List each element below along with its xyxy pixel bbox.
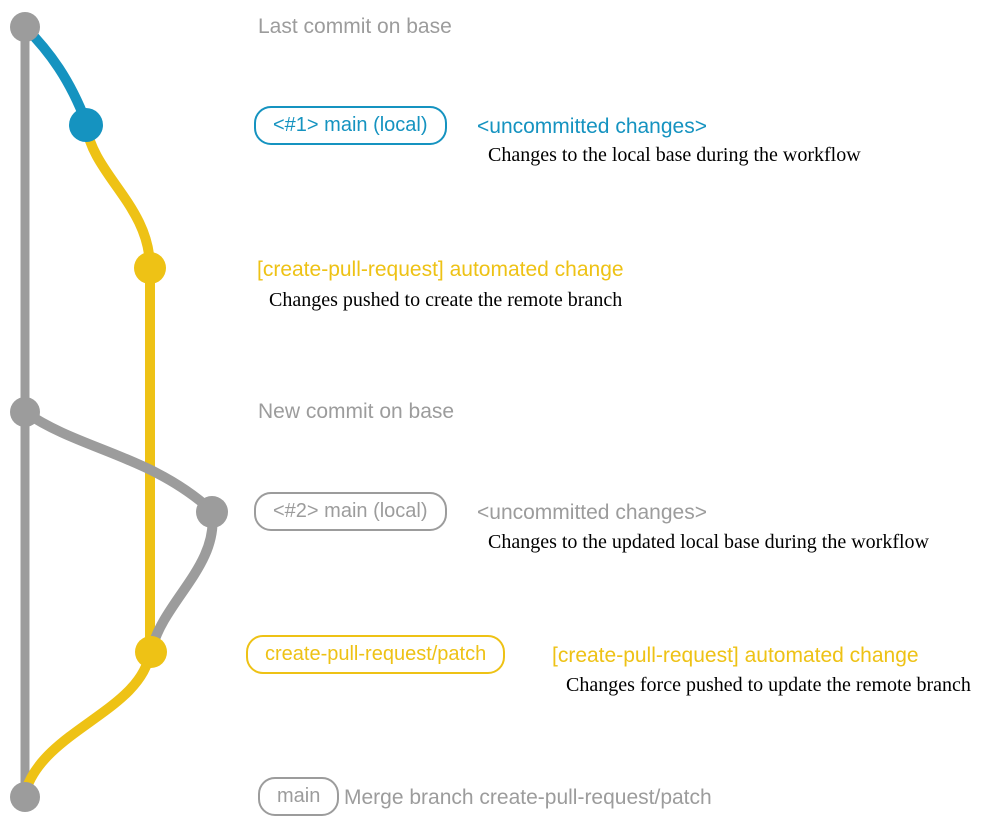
uncommitted-changes-title-1: <uncommitted changes> [477,115,707,138]
commit-dot-last-base [10,12,40,42]
automated-change-desc-1: Changes pushed to create the remote bran… [269,289,623,311]
automated-change-title-2: [create-pull-request] automated change [552,644,919,667]
automated-change-title-1: [create-pull-request] automated change [257,258,624,281]
uncommitted-changes-desc-1: Changes to the local base during the wor… [488,144,861,166]
patch-merge-line [21,650,155,792]
local-main-2-line [22,407,215,514]
force-push-line [147,511,218,650]
last-commit-label: Last commit on base [258,15,452,38]
commit-dot-uncommitted-1 [69,108,103,142]
automated-change-desc-2: Changes force pushed to update the remot… [566,674,971,696]
commit-graph [10,12,228,812]
branch-badge-main-local-2: <#2> main (local) [254,492,447,531]
branch-badge-patch: create-pull-request/patch [246,635,506,674]
branch-badge-main: main [258,777,340,816]
commit-dot-merge [10,782,40,812]
commit-dot-new-base [10,397,40,427]
uncommitted-changes-desc-2: Changes to the updated local base during… [488,531,929,553]
commit-dot-automated-2 [135,636,167,668]
uncommitted-changes-title-2: <uncommitted changes> [477,501,707,524]
commit-dot-automated-1 [134,252,166,284]
merge-commit-title: Merge branch create-pull-request/patch [344,786,712,809]
commit-dot-uncommitted-2 [196,496,228,528]
patch-branch-line-upper [81,123,155,269]
local-main-1-line [21,23,91,124]
branch-badge-main-local-1: <#1> main (local) [254,106,447,145]
new-commit-label: New commit on base [258,400,455,423]
